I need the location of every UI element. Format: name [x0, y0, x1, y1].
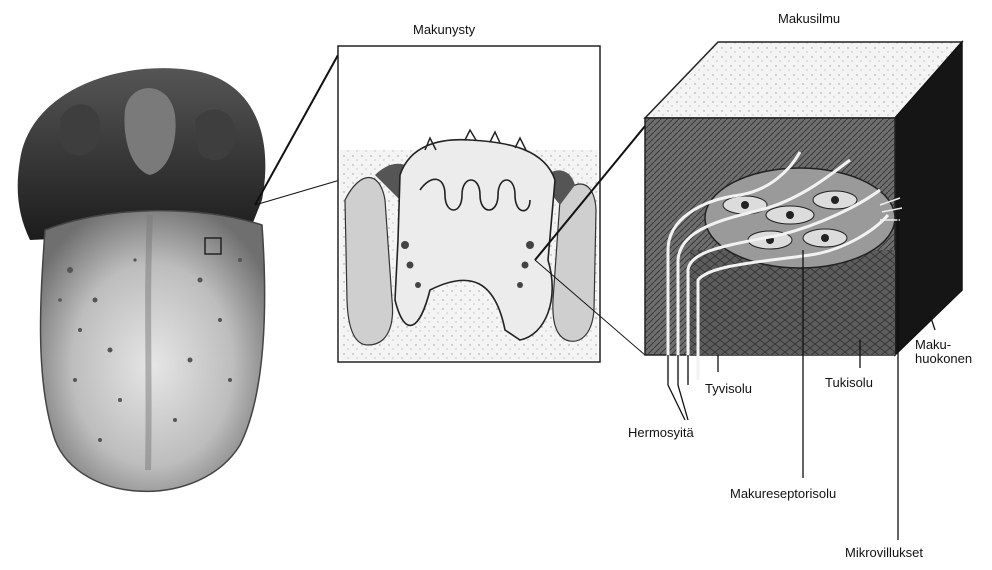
median-sulcus [148, 215, 150, 470]
papilla-title: Makunysty [413, 23, 475, 37]
tonsil-left [60, 104, 100, 155]
papilla-wall-right [553, 184, 596, 341]
leader-nerve-fibers [668, 355, 688, 420]
label-supporting-cell: Tukisolu [825, 376, 873, 390]
label-basal-cell: Tyvisolu [705, 382, 752, 396]
label-nerve-fibers: Hermosyitä [628, 426, 694, 440]
label-microvilli: Mikrovillukset [845, 546, 923, 560]
papilla-wall-left [345, 178, 393, 346]
taste-bud-title: Makusilmu [778, 12, 840, 26]
tonsil-right [195, 110, 236, 161]
label-receptor-cell: Makureseptorisolu [730, 487, 836, 501]
papilla-panel [338, 46, 600, 362]
label-taste-pore: Maku- huokonen [915, 338, 972, 365]
tongue-body [41, 211, 265, 492]
zoom-line-1 [255, 55, 338, 205]
tongue-illustration [18, 68, 266, 491]
